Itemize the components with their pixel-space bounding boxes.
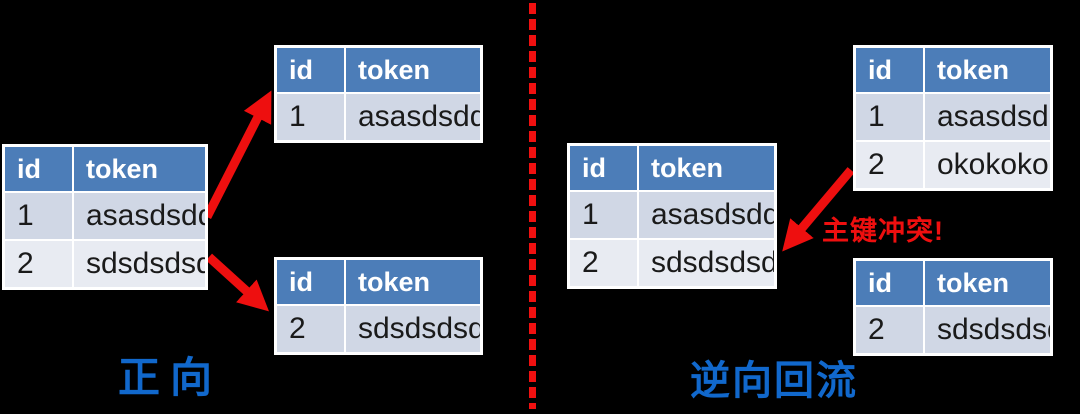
cell-id: 1 bbox=[5, 193, 72, 239]
table-header-row: id token bbox=[277, 48, 480, 92]
forward-arrow-row2-icon bbox=[205, 253, 269, 312]
column-header-id: id bbox=[277, 48, 344, 92]
column-header-id: id bbox=[856, 261, 923, 305]
column-header-token: token bbox=[346, 260, 480, 304]
cell-id: 2 bbox=[856, 142, 923, 188]
table-row: 2 sdsdsdsd bbox=[856, 307, 1050, 353]
cell-token: sdsdsdsd bbox=[639, 240, 774, 286]
cell-token: okokoko bbox=[925, 142, 1050, 188]
cell-token: asasdsdd bbox=[925, 94, 1050, 140]
conflict-warning-label: 主键冲突! bbox=[822, 216, 944, 246]
table-header-row: id token bbox=[5, 147, 205, 191]
table-reverse-in-2: id token 2 sdsdsdsd bbox=[853, 258, 1053, 356]
table-row: 2 okokoko bbox=[856, 142, 1050, 188]
cell-token: sdsdsdsd bbox=[925, 307, 1050, 353]
column-header-id: id bbox=[570, 146, 637, 190]
column-header-token: token bbox=[74, 147, 205, 191]
table-header-row: id token bbox=[856, 48, 1050, 92]
cell-id: 2 bbox=[277, 306, 344, 352]
table-row: 1 asasdsdd bbox=[856, 94, 1050, 140]
column-header-token: token bbox=[639, 146, 774, 190]
table-row: 2 sdsdsdsd bbox=[277, 306, 480, 352]
column-header-token: token bbox=[346, 48, 480, 92]
cell-token: sdsdsdsd bbox=[346, 306, 480, 352]
table-header-row: id token bbox=[856, 261, 1050, 305]
column-header-id: id bbox=[856, 48, 923, 92]
section-label-reverse: 逆向回流 bbox=[690, 359, 858, 403]
column-header-id: id bbox=[5, 147, 72, 191]
table-row: 2 sdsdsdsd bbox=[570, 240, 774, 286]
cell-token: asasdsdd bbox=[74, 193, 205, 239]
cell-token: asasdsdd bbox=[346, 94, 480, 140]
cell-id: 2 bbox=[5, 241, 72, 287]
column-header-id: id bbox=[277, 260, 344, 304]
cell-id: 1 bbox=[856, 94, 923, 140]
cell-token: sdsdsdsd bbox=[74, 241, 205, 287]
table-row: 1 asasdsdd bbox=[5, 193, 205, 239]
table-row: 1 asasdsdd bbox=[570, 192, 774, 238]
cell-id: 1 bbox=[570, 192, 637, 238]
table-forward-out-2: id token 2 sdsdsdsd bbox=[274, 257, 483, 355]
section-label-forward: 正向 bbox=[118, 354, 223, 401]
table-header-row: id token bbox=[277, 260, 480, 304]
table-header-row: id token bbox=[570, 146, 774, 190]
table-row: 1 asasdsdd bbox=[277, 94, 480, 140]
table-row: 2 sdsdsdsd bbox=[5, 241, 205, 287]
column-header-token: token bbox=[925, 261, 1050, 305]
column-header-token: token bbox=[925, 48, 1050, 92]
forward-arrow-row1-icon bbox=[202, 90, 272, 220]
section-divider-dashed-line bbox=[529, 3, 536, 409]
table-forward-out-1: id token 1 asasdsdd bbox=[274, 45, 483, 143]
table-forward-source: id token 1 asasdsdd 2 sdsdsdsd bbox=[2, 144, 208, 290]
cell-id: 2 bbox=[570, 240, 637, 286]
table-reverse-target: id token 1 asasdsdd 2 sdsdsdsd bbox=[567, 143, 777, 289]
table-reverse-in-1: id token 1 asasdsdd 2 okokoko bbox=[853, 45, 1053, 191]
cell-id: 2 bbox=[856, 307, 923, 353]
cell-id: 1 bbox=[277, 94, 344, 140]
cell-token: asasdsdd bbox=[639, 192, 774, 238]
